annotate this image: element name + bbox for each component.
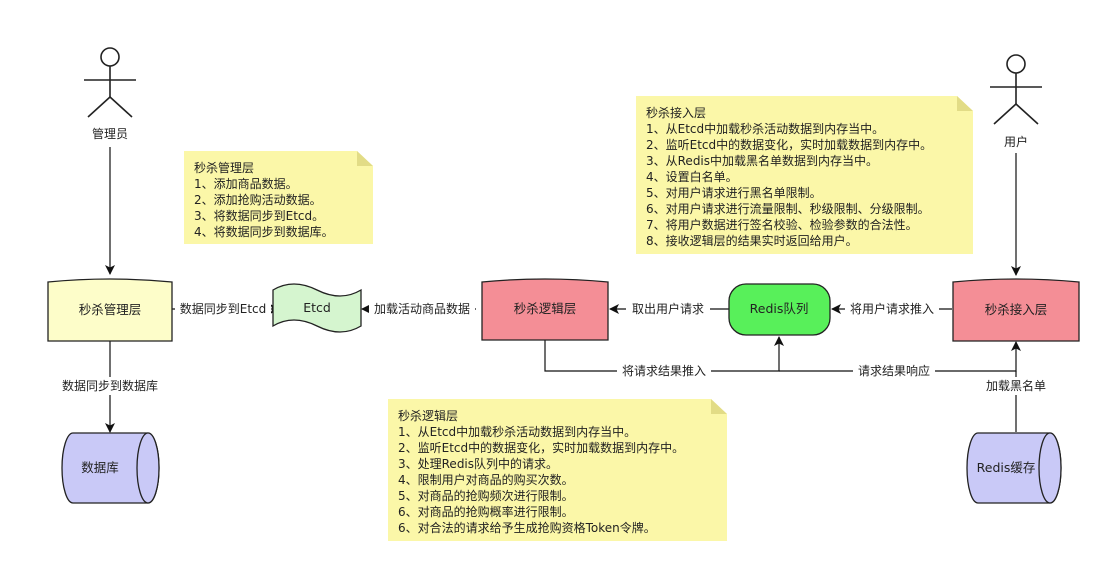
edge-label-sync-to-etcd: 数据同步到Etcd: [175, 300, 271, 318]
access-layer-node: 秒杀接入层: [952, 278, 1080, 342]
etcd-label: Etcd: [303, 300, 331, 315]
admin-layer-node: 秒杀管理层: [47, 278, 173, 342]
note-admin: 秒杀管理层 1、添加商品数据。 2、添加抢购活动数据。 3、将数据同步到Etcd…: [194, 160, 334, 240]
edge-label-push-request: 将用户请求推入: [845, 300, 939, 318]
note-admin-shape: [184, 151, 373, 244]
redis-cache-node: Redis缓存: [966, 432, 1062, 504]
user-actor-label: 用户: [1004, 134, 1028, 149]
note-admin-item: 4、将数据同步到数据库。: [194, 225, 334, 239]
database-node: 数据库: [61, 432, 160, 504]
logic-layer-node: 秒杀逻辑层: [481, 278, 609, 341]
note-logic-item: 2、监听Etcd中的数据变化，实时加载数据到内存中。: [398, 441, 685, 455]
redis-queue-node: Redis队列: [728, 283, 831, 336]
svg-text:将用户请求推入: 将用户请求推入: [850, 301, 934, 316]
redis-queue-label: Redis队列: [750, 301, 809, 316]
note-access-item: 6、对用户请求进行流量限制、秒级限制、分级限制。: [646, 202, 930, 216]
admin-layer-label: 秒杀管理层: [79, 302, 142, 317]
edge-label-push-result: 将请求结果推入: [617, 362, 711, 380]
note-access-item: 3、从Redis中加载黑名单数据到内存当中。: [646, 154, 879, 168]
note-access-item: 1、从Etcd中加载秒杀活动数据到内存当中。: [646, 122, 885, 136]
svg-text:数据同步到Etcd: 数据同步到Etcd: [180, 301, 267, 316]
note-admin-item: 2、添加抢购活动数据。: [194, 193, 322, 207]
note-access-title: 秒杀接入层: [646, 106, 707, 120]
edge-label-load-activity: 加载活动商品数据: [369, 300, 475, 318]
user-actor-icon: [990, 54, 1042, 125]
note-logic-item: 5、对商品的抢购频次进行限制。: [398, 489, 574, 503]
note-logic-item: 3、处理Redis队列中的请求。: [398, 457, 559, 471]
edge-label-fetch-request: 取出用户请求: [626, 300, 710, 318]
svg-text:加载黑名单: 加载黑名单: [986, 378, 1046, 393]
note-access-item: 4、设置白名单。: [646, 170, 738, 184]
note-access-shape: [636, 96, 973, 254]
edge-label-load-blacklist: 加载黑名单: [982, 377, 1050, 395]
note-logic-item: 1、从Etcd中加载秒杀活动数据到内存当中。: [398, 425, 637, 439]
note-logic-item: 6、对合法的请求给予生成抢购资格Token令牌。: [398, 521, 656, 535]
edge-label-result-response: 请求结果响应: [853, 362, 935, 380]
note-admin-item: 3、将数据同步到Etcd。: [194, 209, 325, 223]
note-access-item: 8、接收逻辑层的结果实时返回给用户。: [646, 234, 858, 248]
svg-text:请求结果响应: 请求结果响应: [858, 363, 930, 378]
note-logic: 秒杀逻辑层 1、从Etcd中加载秒杀活动数据到内存当中。 2、监听Etcd中的数…: [398, 408, 684, 536]
note-logic-shape: [388, 399, 727, 541]
access-layer-label: 秒杀接入层: [985, 302, 1048, 317]
note-logic-title: 秒杀逻辑层: [398, 409, 459, 423]
svg-text:取出用户请求: 取出用户请求: [632, 301, 704, 316]
note-admin-item: 1、添加商品数据。: [194, 177, 298, 191]
note-access-item: 2、监听Etcd中的数据变化，实时加载数据到内存中。: [646, 138, 933, 152]
etcd-node: Etcd: [272, 283, 362, 333]
redis-cache-label: Redis缓存: [977, 460, 1036, 475]
admin-actor-icon: [84, 47, 136, 118]
note-logic-item: 4、限制用户对商品的购买次数。: [398, 473, 574, 487]
note-access-item: 5、对用户请求进行黑名单限制。: [646, 186, 822, 200]
logic-layer-label: 秒杀逻辑层: [514, 301, 577, 316]
note-access: 秒杀接入层 1、从Etcd中加载秒杀活动数据到内存当中。 2、监听Etcd中的数…: [646, 105, 932, 249]
svg-text:将请求结果推入: 将请求结果推入: [622, 364, 706, 378]
note-admin-title: 秒杀管理层: [194, 161, 255, 175]
admin-actor-label: 管理员: [92, 126, 128, 141]
svg-text:数据同步到数据库: 数据同步到数据库: [62, 378, 158, 393]
note-access-item: 7、将用户数据进行签名校验、检验参数的合法性。: [646, 218, 918, 232]
edge-label-sync-to-db: 数据同步到数据库: [56, 377, 162, 395]
note-logic-item: 6、对商品的抢购概率进行限制。: [398, 505, 574, 519]
svg-text:加载活动商品数据: 加载活动商品数据: [374, 301, 470, 316]
database-label: 数据库: [81, 460, 119, 475]
